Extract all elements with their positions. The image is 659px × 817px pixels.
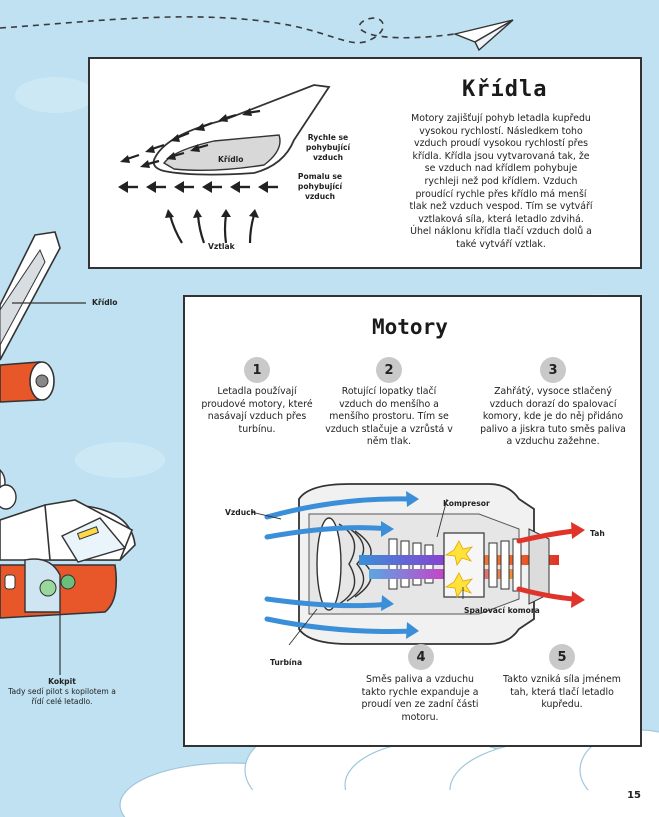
step-2-text: Rotující lopatky tlačí vzduch do menšího… xyxy=(325,386,453,448)
cockpit-description: Tady sedí pilot s kopilotem a řídí celé … xyxy=(8,687,116,706)
lift-label: Vztlak xyxy=(208,242,235,251)
compressor-label: Kompresor xyxy=(443,499,490,508)
engines-panel: Motory 1 Letadla používají proudové moto… xyxy=(183,295,642,747)
thrust-label: Tah xyxy=(590,529,605,538)
wing-diagram xyxy=(118,84,331,244)
step-3-text: Zahřátý, vysoce stlačený vzduch dorazí d… xyxy=(480,386,626,448)
plane-wing-label: Křídlo xyxy=(92,298,118,307)
step-5-badge: 5 xyxy=(549,644,575,670)
step-5-text: Takto vzniká síla jménem tah, která tlač… xyxy=(503,674,621,711)
step-3-badge: 3 xyxy=(540,357,566,383)
step-1-badge: 1 xyxy=(244,357,270,383)
wings-body-text: Motory zajišťují pohyb letadla kupředu v… xyxy=(409,113,593,250)
combustion-chamber-label: Spalovací komora xyxy=(464,606,540,615)
plane-cockpit-illustration xyxy=(0,469,136,619)
engines-title: Motory xyxy=(372,315,448,339)
fast-air-label: Rychle se pohybující vzduch xyxy=(305,133,351,162)
air-flow-arrows xyxy=(264,496,417,634)
step-2-badge: 2 xyxy=(376,357,402,383)
air-label: Vzduch xyxy=(225,508,257,517)
lift-arrows xyxy=(168,214,256,244)
spark-icon xyxy=(444,540,474,598)
step-1-text: Letadla používají proudové motory, které… xyxy=(201,386,313,435)
step-4-badge: 4 xyxy=(408,644,434,670)
plane-wing-illustration xyxy=(0,231,61,361)
wings-panel: Křídlo Rychle se pohybující vzduch Pomal… xyxy=(88,57,642,269)
plane-engine-illustration xyxy=(0,361,55,403)
page-number: 15 xyxy=(627,790,641,801)
turbine-label: Turbína xyxy=(270,658,303,667)
wings-title: Křídla xyxy=(462,77,548,102)
thrust-arrows xyxy=(516,528,577,602)
cockpit-title: Kokpit xyxy=(48,677,76,686)
cockpit-caption: Kokpit Tady sedí pilot s kopilotem a říd… xyxy=(8,677,116,707)
paper-plane-trail xyxy=(0,16,456,44)
wing-diagram-wing-label: Křídlo xyxy=(218,155,244,164)
jet-engine-diagram xyxy=(250,483,585,646)
paper-plane-icon xyxy=(452,19,514,52)
step-4-text: Směs paliva a vzduchu takto rychle expan… xyxy=(361,674,479,723)
slow-air-label: Pomalu se pohybující vzduch xyxy=(297,172,343,201)
